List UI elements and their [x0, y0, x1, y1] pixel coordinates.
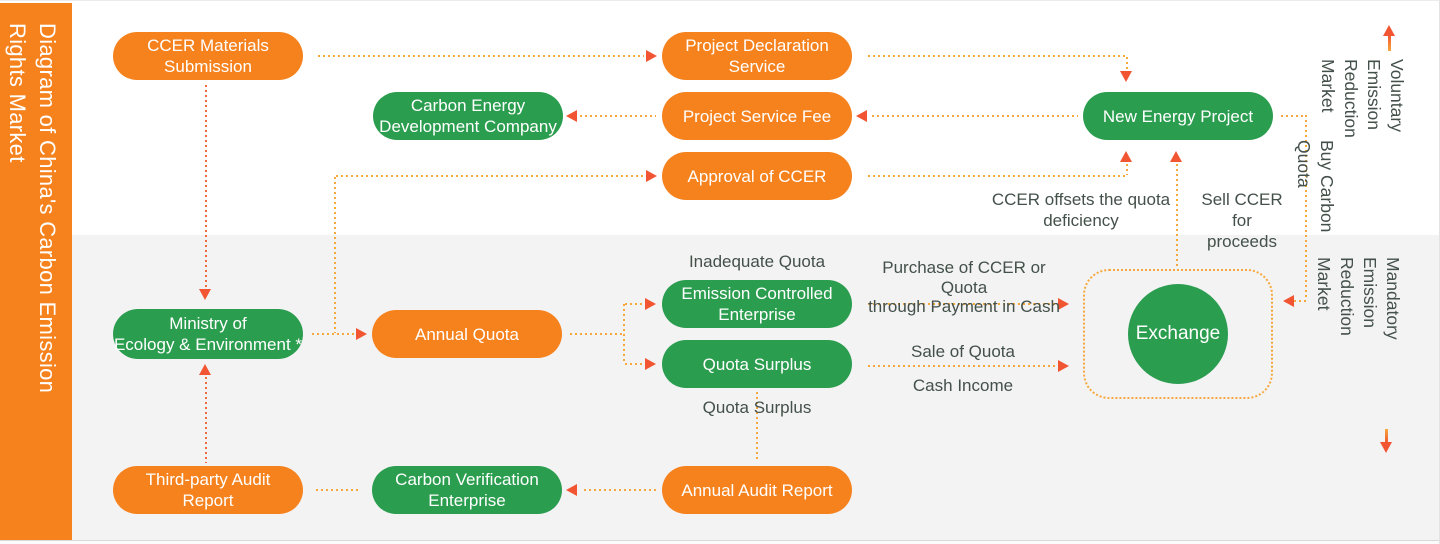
- bottom-strip: [0, 540, 1439, 544]
- label-buy-carbon-quota: Buy Carbon Quota: [1294, 140, 1337, 233]
- arrowhead-right-icon: [1058, 360, 1069, 372]
- connector-ministry-to-approval-v: [334, 177, 336, 333]
- node-carbon-verification-enterprise: Carbon Verification Enterprise: [372, 466, 562, 514]
- connector-newenergy-to-exchange-h2: [1294, 300, 1306, 302]
- connector-sale-line: [868, 365, 1058, 367]
- node-ccer-materials-submission: CCER Materials Submission: [113, 32, 303, 80]
- arrowhead-right-icon: [356, 328, 367, 340]
- node-third-party-audit-report: Third-party Audit Report: [113, 466, 303, 514]
- connector-auditreport-to-verification: [584, 489, 656, 491]
- connector-annualquota-split-v: [623, 304, 625, 364]
- arrowhead-down-icon: [1120, 71, 1132, 82]
- connector-newenergy-to-servicefee: [872, 115, 1078, 117]
- connector-ministry-to-approval-h: [336, 175, 644, 177]
- label-sell-ccer: Sell CCER for proceeds: [1201, 190, 1283, 251]
- node-approval-of-ccer: Approval of CCER: [662, 152, 852, 200]
- arrowhead-right-icon: [1058, 298, 1069, 310]
- connector-thirdparty-to-ministry: [205, 377, 207, 463]
- voluntary-up-arrow-icon: [1383, 25, 1395, 36]
- label-sale-of-quota: Sale of Quota: [911, 342, 1015, 361]
- label-inadequate-quota: Inadequate Quota: [688, 252, 826, 271]
- connector-servicefee-to-carbonenergy: [580, 115, 656, 117]
- label-voluntary-market: Voluntary Emission Reduction Market: [1318, 59, 1407, 138]
- connector-approval-to-newenergy-v: [1126, 164, 1128, 175]
- label-quota-surplus: Quota Surplus: [702, 398, 812, 417]
- connector-newenergy-to-exchange-h1: [1281, 115, 1306, 117]
- arrowhead-right-icon: [646, 170, 657, 182]
- connector-purchase-line: [868, 303, 1058, 305]
- connector-ccer-to-declaration: [318, 55, 644, 57]
- arrowhead-up-icon: [1120, 151, 1132, 162]
- diagram-title: Diagram of China's Carbon Emission Right…: [5, 23, 60, 394]
- arrowhead-left-icon: [566, 484, 577, 496]
- sidebar: [0, 3, 72, 540]
- node-exchange: Exchange: [1128, 284, 1228, 384]
- node-new-energy-project: New Energy Project: [1083, 92, 1273, 140]
- connector-newenergy-to-exchange-v: [1305, 115, 1307, 300]
- arrowhead-left-icon: [1283, 295, 1294, 307]
- connector-declaration-to-newenergy-v: [1126, 57, 1128, 69]
- arrowhead-right-icon: [645, 358, 656, 370]
- node-carbon-energy-development-company: Carbon Energy Development Company: [373, 92, 563, 140]
- mandatory-down-arrow-stem: [1385, 429, 1388, 443]
- arrowhead-right-icon: [645, 298, 656, 310]
- label-ccer-offsets: CCER offsets the quota deficiency: [991, 190, 1171, 230]
- connector-verification-to-thirdparty: [316, 489, 360, 491]
- arrowhead-down-icon: [199, 289, 211, 300]
- arrowhead-up-icon: [199, 364, 211, 375]
- connector-declaration-to-newenergy-h: [868, 55, 1127, 57]
- arrowhead-left-icon: [566, 110, 577, 122]
- node-project-service-fee: Project Service Fee: [662, 92, 852, 140]
- connector-annualquota-split-h: [570, 333, 624, 335]
- connector-approval-to-newenergy-h: [868, 175, 1127, 177]
- node-emission-controlled-enterprise: Emission Controlled Enterprise: [662, 280, 852, 328]
- connector-exchange-to-newenergy: [1176, 164, 1178, 267]
- arrowhead-up-icon: [1170, 151, 1182, 162]
- node-project-declaration-service: Project Declaration Service: [662, 32, 852, 80]
- connector-ccer-to-ministry: [205, 85, 207, 287]
- voluntary-up-arrow-stem: [1388, 35, 1391, 51]
- arrowhead-left-icon: [856, 110, 867, 122]
- node-quota-surplus: Quota Surplus: [662, 340, 852, 388]
- connector-ministry-to-annualquota: [312, 333, 356, 335]
- mandatory-down-arrow-icon: [1380, 442, 1392, 453]
- label-purchase-of-ccer: Purchase of CCER or Quota through Paymen…: [868, 258, 1060, 316]
- exchange-dotted-border: [1083, 269, 1273, 399]
- label-cash-income: Cash Income: [912, 376, 1014, 395]
- connector-split-to-quotasurplus: [625, 363, 645, 365]
- node-ministry-of-ecology-environment: Ministry of Ecology & Environment *: [113, 309, 303, 359]
- arrowhead-right-icon: [646, 50, 657, 62]
- label-mandatory-market: Mandatory Emission Reduction Market: [1314, 257, 1403, 340]
- connector-quotasurplus-to-auditreport: [756, 392, 758, 460]
- node-annual-quota: Annual Quota: [372, 310, 562, 358]
- node-annual-audit-report: Annual Audit Report: [662, 466, 852, 514]
- connector-split-to-emissioncontrolled: [625, 303, 645, 305]
